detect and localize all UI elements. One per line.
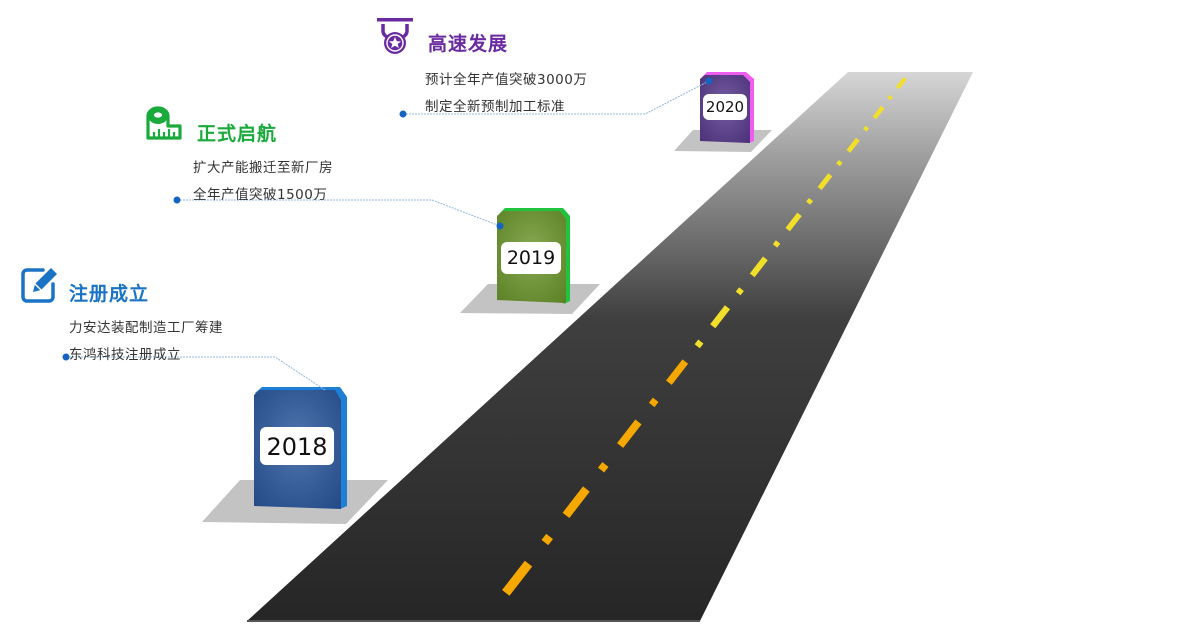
- lane-dash: [749, 256, 768, 278]
- year-label-2020: 2020: [703, 94, 747, 120]
- lane-dash: [846, 137, 860, 153]
- lane-dot: [648, 397, 659, 408]
- lane-dot: [694, 339, 704, 349]
- year-label-2019: 2019: [501, 242, 561, 274]
- milestone-title-2018: 注册成立: [69, 283, 150, 305]
- connector-dot-2018: [62, 353, 70, 361]
- lane-dot: [887, 94, 893, 101]
- connector-dot-2020-end: [705, 77, 713, 85]
- lane-dash: [817, 173, 833, 190]
- lane-dash: [562, 486, 590, 518]
- lane-dot: [772, 240, 781, 248]
- lane-dash: [895, 77, 907, 90]
- connector-dot-2019-end: [496, 222, 504, 230]
- lane-dot: [541, 533, 553, 546]
- lane-dot: [806, 198, 814, 205]
- edit-icon: [21, 268, 57, 303]
- lane-dot: [735, 287, 744, 296]
- lane-dash: [872, 105, 885, 120]
- milestone-line-2019-1: 扩大产能搬迁至新厂房: [193, 160, 333, 176]
- milestone-title-2019: 正式启航: [197, 123, 278, 145]
- milestone-line-2020-1: 预计全年产值突破3000万: [425, 72, 588, 88]
- milestone-line-2019-2: 全年产值突破1500万: [193, 187, 328, 203]
- milestone-line-2018-2: 东鸿科技注册成立: [69, 347, 181, 363]
- milestone-line-2020-2: 制定全新预制加工标准: [425, 99, 565, 115]
- milestone-title-2020: 高速发展: [428, 33, 509, 55]
- connector-dot-2020-start: [399, 110, 407, 118]
- milestone-line-2018-1: 力安达装配制造工厂筹建: [69, 320, 223, 336]
- lane-dot: [598, 462, 609, 473]
- lane-markings: [502, 77, 907, 596]
- lane-dot: [836, 159, 843, 167]
- connector-2019: [177, 199, 501, 227]
- lane-dash: [785, 212, 802, 232]
- lane-dot: [863, 125, 870, 132]
- lane-dash: [502, 560, 533, 596]
- connector-dot-2019-start: [173, 196, 181, 204]
- connector-2020: [403, 80, 710, 115]
- lane-dash: [666, 359, 689, 385]
- connector-2018: [66, 356, 326, 391]
- medal-icon: [377, 18, 413, 54]
- road: [247, 72, 973, 621]
- lane-dash: [710, 305, 731, 329]
- measuring-tape-icon: [146, 106, 182, 140]
- year-label-2018: 2018: [260, 427, 334, 465]
- lane-dash: [617, 419, 642, 448]
